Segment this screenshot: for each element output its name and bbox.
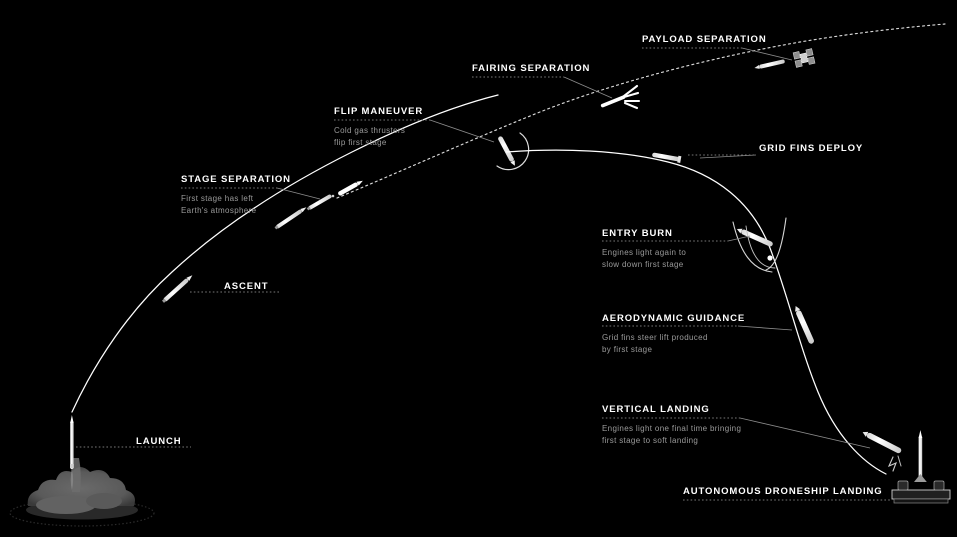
- payload-separation-marker: [754, 48, 816, 69]
- aerodynamic-guidance-body-line-2: by first stage: [602, 344, 653, 354]
- label-vertical-landing[interactable]: VERTICAL LANDING Engines light one final…: [602, 404, 741, 446]
- satellite-icon: [792, 48, 816, 68]
- label-autonomous-droneship-landing[interactable]: AUTONOMOUS DRONESHIP LANDING: [683, 486, 883, 498]
- entry-burn-body-line-1: Engines light again to: [602, 248, 687, 257]
- label-payload-separation[interactable]: PAYLOAD SEPARATION: [642, 34, 767, 46]
- landed-rocket: [914, 430, 927, 482]
- stage-separation-body: First stage has left Earth's atmosphere: [181, 193, 291, 216]
- label-entry-burn[interactable]: ENTRY BURN Engines light again to slow d…: [602, 228, 686, 270]
- vertical-landing-title: VERTICAL LANDING: [602, 404, 710, 415]
- entry-burn-marker: [732, 217, 787, 273]
- launch-rocket: [70, 415, 74, 490]
- label-launch[interactable]: LAUNCH: [136, 436, 182, 448]
- flip-maneuver-body-line-1: Cold gas thrusters: [334, 126, 406, 135]
- autonomous-droneship-landing-title: AUTONOMOUS DRONESHIP LANDING: [683, 486, 883, 497]
- launch-title: LAUNCH: [136, 436, 182, 447]
- ascent-trajectory-path: [71, 94, 499, 413]
- label-ascent[interactable]: ASCENT: [224, 281, 268, 293]
- label-stage-separation[interactable]: STAGE SEPARATION First stage has left Ea…: [181, 174, 291, 216]
- label-grid-fins-deploy[interactable]: GRID FINS DEPLOY: [759, 143, 863, 155]
- vertical-landing-body-line-2: first stage to soft landing: [602, 435, 699, 445]
- stage-separation-title: STAGE SEPARATION: [181, 174, 291, 185]
- stage-separation-body-line-2: Earth's atmosphere: [181, 205, 257, 215]
- grid-fins-deploy-marker: [652, 152, 682, 163]
- stage-separation-marker: [306, 180, 363, 211]
- fairing-separation-marker: [600, 84, 641, 110]
- vertical-landing-body-line-1: Engines light one final time bringing: [602, 424, 742, 433]
- entry-burn-body: Engines light again to slow down first s…: [602, 247, 686, 270]
- launch-pad-smoke: [9, 458, 155, 527]
- payload-separation-title: PAYLOAD SEPARATION: [642, 34, 767, 45]
- flip-maneuver-body-line-2: flip first stage: [334, 137, 387, 147]
- mid-ascent-rocket-marker: [274, 207, 307, 230]
- label-fairing-separation[interactable]: FAIRING SEPARATION: [472, 63, 590, 75]
- label-flip-maneuver[interactable]: FLIP MANEUVER Cold gas thrusters flip fi…: [334, 106, 423, 148]
- flip-maneuver-marker: [496, 132, 530, 171]
- flip-maneuver-body: Cold gas thrusters flip first stage: [334, 125, 423, 148]
- flip-maneuver-title: FLIP MANEUVER: [334, 106, 424, 117]
- vertical-landing-marker: [862, 431, 902, 472]
- droneship: [891, 430, 951, 504]
- ascent-rocket-marker: [161, 275, 193, 303]
- label-aerodynamic-guidance[interactable]: AERODYNAMIC GUIDANCE Grid fins steer lif…: [602, 313, 745, 355]
- fairing-separation-title: FAIRING SEPARATION: [472, 63, 591, 74]
- aerodynamic-guidance-title: AERODYNAMIC GUIDANCE: [602, 313, 746, 324]
- first-stage-descent-path: [505, 149, 887, 475]
- ascent-title: ASCENT: [224, 281, 269, 292]
- second-stage-orbital-path: [336, 23, 946, 199]
- stage-separation-body-line-1: First stage has left: [181, 194, 254, 203]
- aerodynamic-guidance-marker: [795, 305, 814, 344]
- entry-burn-title: ENTRY BURN: [602, 228, 673, 239]
- leader-lines: [76, 47, 890, 501]
- vertical-landing-body: Engines light one final time bringing fi…: [602, 423, 741, 446]
- grid-fins-deploy-title: GRID FINS DEPLOY: [759, 143, 864, 154]
- entry-burn-body-line-2: slow down first stage: [602, 259, 684, 269]
- aerodynamic-guidance-body: Grid fins steer lift produced by first s…: [602, 332, 745, 355]
- aerodynamic-guidance-body-line-1: Grid fins steer lift produced: [602, 333, 708, 342]
- leader-connectors: [276, 47, 871, 449]
